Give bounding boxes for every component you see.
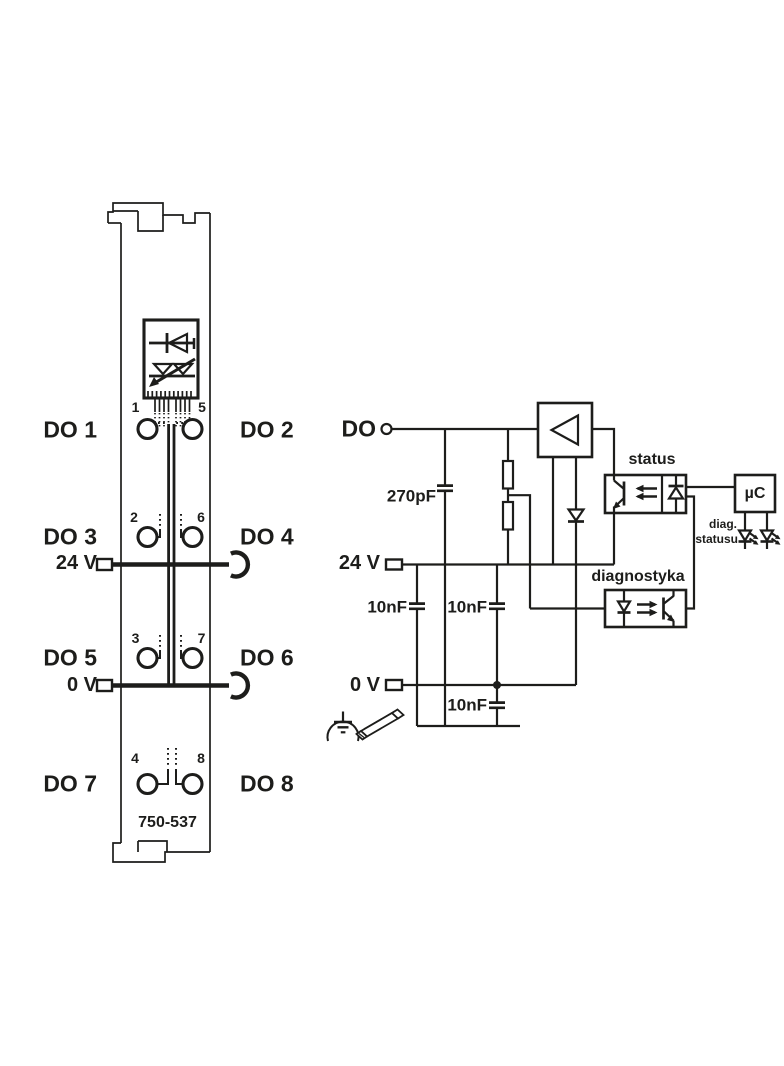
do-terminal xyxy=(380,422,393,436)
module-outline xyxy=(107,202,211,863)
terminal-number-3: 3 xyxy=(131,630,140,646)
terminal-number-4: 4 xyxy=(131,750,139,766)
label-do8: DO 8 xyxy=(240,770,294,796)
label-diag-status-1: diag. xyxy=(708,517,737,531)
plug-24v-icon xyxy=(95,557,114,572)
label-cap-270pf: 270pF xyxy=(386,486,436,506)
label-diag-status-2: statusu xyxy=(695,531,738,546)
label-schematic-0v: 0 V xyxy=(349,674,380,696)
socket-24v-icon xyxy=(229,550,251,579)
led-symbols xyxy=(149,357,196,387)
terminal-circles xyxy=(136,417,204,796)
v0-terminal xyxy=(384,678,404,692)
power-feed-24v xyxy=(95,550,251,579)
label-module-24v: 24 V xyxy=(55,552,97,574)
v24-terminal xyxy=(384,558,404,571)
label-cap-10nf-3: 10nF xyxy=(447,695,487,715)
schematic-wires xyxy=(380,422,735,728)
led-indicator-block xyxy=(142,318,200,400)
label-diagnostics: diagnostyka xyxy=(591,567,685,585)
power-feed-0v xyxy=(95,671,251,700)
terminal-contact-links xyxy=(157,422,184,785)
din-rail-icon xyxy=(355,708,405,741)
light-arrows-left-icon xyxy=(635,484,657,501)
resistors xyxy=(501,459,515,531)
phototransistor-icon xyxy=(662,590,675,627)
zener-diode-icon xyxy=(566,508,586,523)
label-do7: DO 7 xyxy=(43,770,97,796)
earth-ground-icon xyxy=(326,711,360,742)
light-arrows-right-icon xyxy=(637,600,658,617)
led-icon xyxy=(616,590,632,627)
label-cap-10nf-1: 10nF xyxy=(367,597,407,616)
plug-0v-icon xyxy=(95,678,114,693)
terminal-number-1: 1 xyxy=(131,399,140,415)
terminal-number-5: 5 xyxy=(198,399,206,415)
mcu-block xyxy=(733,473,777,514)
diode-symbol xyxy=(149,332,196,354)
label-schematic-24v: 24 V xyxy=(338,552,380,574)
phototransistor-icon xyxy=(612,475,626,513)
label-do1: DO 1 xyxy=(43,416,97,443)
junction-dot xyxy=(493,681,501,689)
label-do5: DO 5 xyxy=(43,644,97,670)
terminal-number-8: 8 xyxy=(197,750,205,766)
terminal-number-2: 2 xyxy=(130,509,138,525)
label-do3: DO 3 xyxy=(43,523,97,549)
terminal-number-7: 7 xyxy=(197,629,206,646)
label-do2: DO 2 xyxy=(240,416,294,443)
label-cap-10nf-2: 10nF xyxy=(447,597,487,616)
capacitor-10nf-icons xyxy=(409,602,505,710)
amplifier-block xyxy=(536,401,594,459)
label-status: status xyxy=(628,451,676,468)
internal-bus-lines xyxy=(167,424,176,686)
status-optocoupler xyxy=(603,473,688,515)
label-do6: DO 6 xyxy=(240,644,294,670)
part-number: 750-537 xyxy=(138,814,197,831)
status-leds xyxy=(737,512,781,549)
capacitor-270pf-icon xyxy=(437,484,453,493)
amplifier-triangle-icon xyxy=(549,413,580,447)
led-icon xyxy=(666,475,686,513)
terminal-number-6: 6 xyxy=(197,509,205,525)
label-module-0v: 0 V xyxy=(66,674,97,696)
socket-0v-icon xyxy=(229,671,251,700)
diagnostics-optocoupler xyxy=(603,588,688,629)
ribbon-cable xyxy=(147,391,192,427)
label-do4: DO 4 xyxy=(240,523,294,549)
label-mcu: µC xyxy=(744,484,766,502)
label-schematic-do: DO xyxy=(341,415,377,442)
